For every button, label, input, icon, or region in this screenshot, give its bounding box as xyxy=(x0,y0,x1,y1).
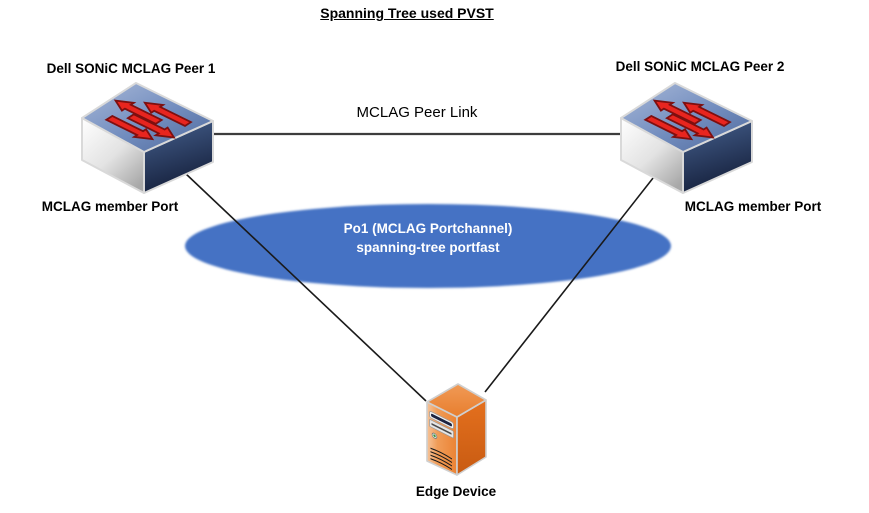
link-peer1-edge-device xyxy=(184,172,427,402)
peer1-member-port-label: MCLAG member Port xyxy=(41,199,179,214)
network-switch-icon-peer1 xyxy=(82,83,213,193)
peer2-label: Dell SONiC MCLAG Peer 2 xyxy=(615,59,785,74)
mclag-peer-link-label: MCLAG Peer Link xyxy=(356,104,478,121)
network-switch-icon-peer2 xyxy=(621,83,752,193)
server-tower-icon-edge-device xyxy=(426,383,487,476)
portchannel-label-line1: Po1 (MCLAG Portchannel) xyxy=(343,221,513,236)
portchannel-ellipse xyxy=(185,204,671,288)
portchannel-label-line2: spanning-tree portfast xyxy=(356,240,500,255)
link-peer2-edge-device xyxy=(484,172,658,393)
server-drive-slot xyxy=(431,413,452,427)
peer2-member-port-label: MCLAG member Port xyxy=(684,199,822,214)
peer1-label: Dell SONiC MCLAG Peer 1 xyxy=(46,61,216,76)
server-vents xyxy=(430,447,453,471)
diagram-title: Spanning Tree used PVST xyxy=(320,5,494,21)
edge-device-label: Edge Device xyxy=(415,484,497,499)
portchannel-label: Po1 (MCLAG Portchannel) spanning-tree po… xyxy=(278,219,578,257)
